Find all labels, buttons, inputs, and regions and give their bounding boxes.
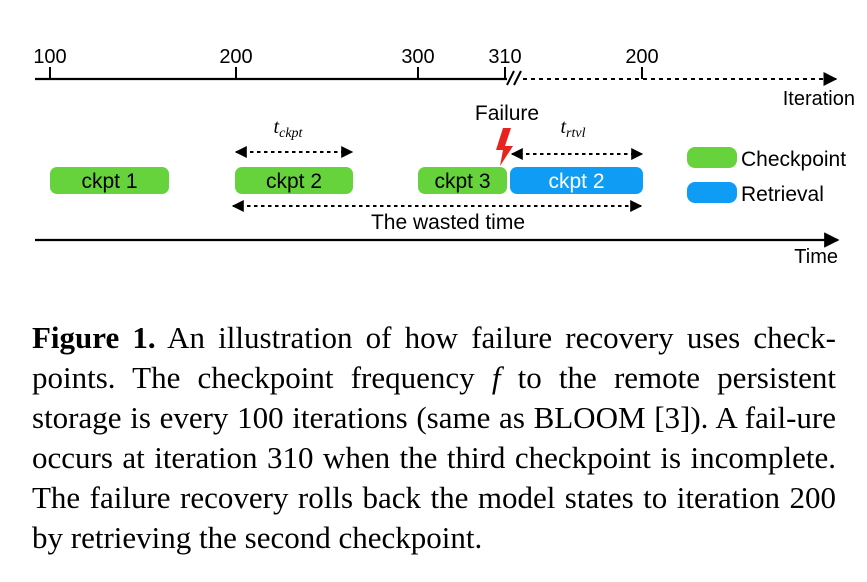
t-rtvl-label: trtvl xyxy=(560,116,585,141)
legend-checkpoint-label: Checkpoint xyxy=(741,148,846,171)
legend-retrieval-label: Retrieval xyxy=(741,183,824,206)
tick-label-100: 100 xyxy=(33,46,66,68)
legend-checkpoint-swatch xyxy=(687,147,737,168)
bar-ckpt-1-label: ckpt 1 xyxy=(81,170,137,193)
tick-label-310: 310 xyxy=(488,46,521,68)
caption-symbol: f xyxy=(491,360,501,395)
iteration-axis-label: Iteration xyxy=(783,88,855,110)
time-axis: Time xyxy=(35,232,840,268)
t-rtvl-base: t xyxy=(560,116,566,138)
caption-text-1: An illustration of how failure recovery … xyxy=(32,320,837,395)
bar-retrieval-ckpt-2-label: ckpt 2 xyxy=(548,170,604,193)
iteration-axis: 100 200 300 310 200 Iteration xyxy=(33,46,855,110)
bar-ckpt-3-label: ckpt 3 xyxy=(434,170,490,193)
bar-retrieval-ckpt-2: ckpt 2 xyxy=(510,167,643,194)
time-axis-label: Time xyxy=(794,246,838,268)
bar-ckpt-2-label: ckpt 2 xyxy=(266,170,322,193)
checkpoint-interval: tckpt xyxy=(234,116,354,158)
legend-retrieval-swatch xyxy=(687,182,737,203)
retrieval-interval: trtvl xyxy=(510,116,644,160)
lightning-bolt-icon xyxy=(496,128,513,166)
tick-label-200: 200 xyxy=(219,46,252,68)
failure-label: Failure xyxy=(475,102,539,125)
legend: Checkpoint Retrieval xyxy=(687,147,846,206)
wasted-time: The wasted time xyxy=(231,200,643,234)
t-ckpt-base: t xyxy=(274,116,280,138)
tick-label-200-rollback: 200 xyxy=(625,46,658,68)
wasted-time-label: The wasted time xyxy=(371,211,525,234)
checkpoint-recovery-diagram: 100 200 300 310 200 Iteration Failure tc… xyxy=(33,46,855,268)
bar-ckpt-2: ckpt 2 xyxy=(235,167,353,194)
caption-number: Figure 1. xyxy=(32,320,156,355)
t-ckpt-sub: ckpt xyxy=(279,126,303,141)
axis-break-mark xyxy=(506,70,522,86)
t-ckpt-label: tckpt xyxy=(274,116,304,141)
t-rtvl-sub: rtvl xyxy=(566,126,586,141)
caption-text-2: to the remote persistent storage is ever… xyxy=(32,360,836,555)
bar-ckpt-1: ckpt 1 xyxy=(50,167,169,194)
figure-caption: Figure 1. An illustration of how failure… xyxy=(32,318,836,558)
tick-label-300: 300 xyxy=(401,46,434,68)
bar-ckpt-3: ckpt 3 xyxy=(418,167,507,194)
